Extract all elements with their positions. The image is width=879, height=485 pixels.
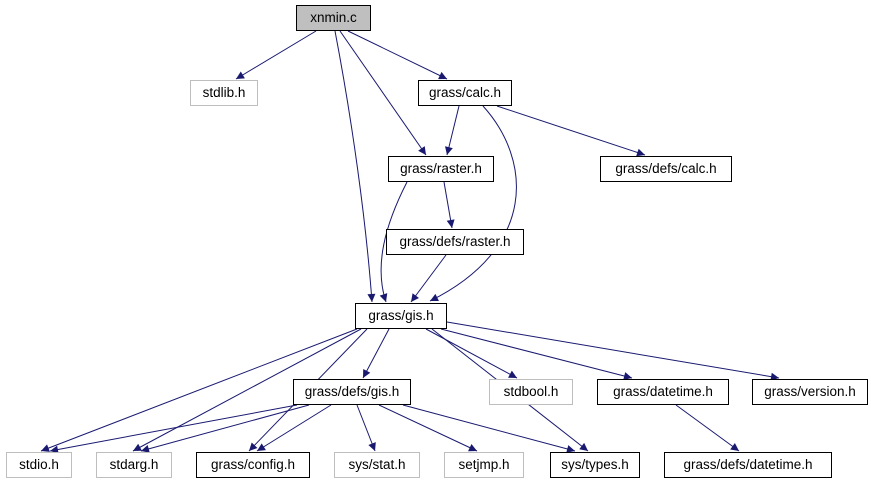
edge-grass_gis_h-to-stdarg_h: [132, 328, 362, 452]
edge-grass_datetime_h-to-grass_defs_datetime_h: [675, 404, 740, 452]
graph-node-grass_calc_h[interactable]: grass/calc.h: [418, 80, 512, 106]
edge-grass_defs_raster_h-to-grass_gis_h: [410, 254, 447, 303]
edge-grass_gis_h-to-grass_defs_gis_h: [362, 328, 390, 379]
edge-grass_calc_h-to-grass_defs_calc_h: [496, 105, 646, 157]
graph-node-grass_defs_gis_h[interactable]: grass/defs/gis.h: [293, 379, 411, 405]
edge-xnmin_c-to-grass_gis_h: [334, 30, 376, 303]
graph-node-stdbool_h: stdbool.h: [489, 379, 573, 405]
graph-node-grass_datetime_h[interactable]: grass/datetime.h: [597, 379, 729, 405]
graph-node-stdlib_h: stdlib.h: [190, 80, 258, 106]
graph-node-sys_stat_h: sys/stat.h: [334, 452, 420, 478]
graph-node-xnmin_c[interactable]: xnmin.c: [296, 5, 371, 31]
edge-grass_gis_h-to-grass_version_h: [446, 321, 780, 381]
edge-grass_calc_h-to-grass_raster_h: [445, 105, 460, 156]
edge-grass_defs_gis_h-to-sys_stat_h: [356, 404, 376, 452]
edge-xnmin_c-to-grass_calc_h: [347, 30, 448, 80]
graph-node-grass_config_h[interactable]: grass/config.h: [196, 452, 310, 478]
edge-grass_calc_h-to-grass_gis_h: [429, 105, 517, 302]
edge-grass_gis_h-to-stdbool_h: [425, 328, 518, 379]
edge-grass_raster_h-to-grass_gis_h: [379, 181, 408, 303]
graph-node-grass_raster_h[interactable]: grass/raster.h: [388, 156, 494, 182]
edge-grass_raster_h-to-grass_defs_raster_h: [443, 181, 455, 229]
graph-node-grass_defs_raster_h[interactable]: grass/defs/raster.h: [386, 229, 524, 255]
edge-grass_defs_gis_h-to-setjmp_h: [378, 404, 478, 452]
graph-node-grass_version_h[interactable]: grass/version.h: [752, 379, 868, 405]
edge-xnmin_c-to-grass_raster_h: [339, 30, 427, 156]
edge-grass_defs_gis_h-to-grass_config_h: [256, 404, 332, 452]
edge-grass_defs_gis_h-to-sys_types_h: [402, 404, 576, 453]
graph-node-setjmp_h: setjmp.h: [444, 452, 524, 478]
graph-node-sys_types_h[interactable]: sys/types.h: [550, 452, 640, 478]
edge-grass_gis_h-to-grass_datetime_h: [440, 328, 633, 380]
graph-node-grass_defs_datetime_h[interactable]: grass/defs/datetime.h: [664, 452, 832, 478]
edge-grass_defs_gis_h-to-stdio_h: [49, 404, 298, 454]
graph-node-stdio_h: stdio.h: [6, 452, 72, 478]
edge-xnmin_c-to-stdlib_h: [235, 30, 317, 80]
graph-node-grass_gis_h[interactable]: grass/gis.h: [355, 303, 447, 329]
edge-grass_defs_gis_h-to-stdarg_h: [140, 404, 310, 453]
graph-node-grass_defs_calc_h[interactable]: grass/defs/calc.h: [600, 156, 732, 182]
edge-grass_gis_h-to-stdio_h: [40, 328, 358, 452]
graph-node-stdarg_h: stdarg.h: [96, 452, 172, 478]
